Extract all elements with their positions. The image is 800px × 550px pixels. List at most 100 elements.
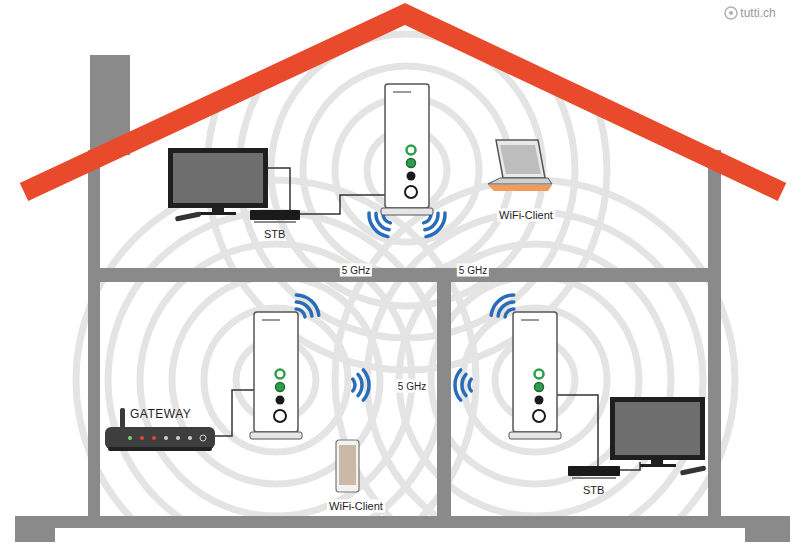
stb-cable — [557, 395, 598, 466]
watermark-icon — [729, 11, 733, 15]
wave-arc — [455, 370, 461, 400]
set-top-box — [254, 221, 296, 223]
signal-ring — [463, 308, 607, 452]
signal-ring — [239, 2, 575, 338]
mesh-extender — [250, 312, 302, 439]
signal-ring — [108, 212, 444, 548]
wave-arc — [376, 213, 389, 230]
extender-body — [254, 312, 298, 432]
tablet-screen — [339, 445, 356, 485]
signal-ring — [367, 212, 703, 548]
device-label: GATEWAY — [130, 408, 192, 421]
status-light — [276, 396, 285, 405]
set-top-box — [250, 210, 300, 220]
gateway-led — [152, 436, 156, 440]
signal-ring — [431, 276, 639, 484]
extender-body — [513, 312, 557, 432]
tv-cable — [620, 462, 640, 470]
laptop-base — [488, 178, 552, 184]
signal-ring — [335, 180, 735, 550]
laptop-shadow — [488, 185, 552, 191]
gateway-device — [105, 427, 215, 449]
device-label: STB — [264, 228, 286, 241]
gateway-led — [200, 435, 206, 441]
watermark-icon — [725, 7, 737, 19]
status-light — [276, 383, 285, 392]
band-label: 5 GHz — [340, 264, 372, 277]
left-wall — [88, 150, 100, 520]
ground-block — [15, 516, 55, 542]
wave-arc — [353, 379, 355, 391]
tv-cable — [268, 168, 290, 210]
remote-control — [175, 211, 201, 221]
status-light — [535, 370, 544, 379]
mesh-devices — [250, 84, 561, 439]
gateway-cable — [215, 390, 254, 436]
wave-arc — [358, 374, 362, 395]
gateway-led — [164, 436, 168, 440]
extender-base — [509, 432, 561, 439]
signal-ring — [303, 66, 511, 274]
client-label: WiFi-Client — [327, 500, 385, 513]
extender-base — [250, 432, 302, 439]
power-button — [274, 410, 286, 422]
status-light — [407, 146, 416, 155]
gateway-led — [140, 436, 144, 440]
mesh-extender — [381, 84, 433, 215]
status-light — [535, 383, 544, 392]
gateway-led — [176, 436, 180, 440]
device-label-box: STB — [580, 483, 608, 498]
set-top-box — [568, 466, 620, 476]
ground-block — [745, 516, 790, 542]
status-light — [535, 396, 544, 405]
tv-frame — [610, 397, 705, 460]
wave-arc — [426, 213, 445, 237]
extender-logo — [393, 91, 411, 93]
right-wall — [708, 150, 721, 520]
signal-ring — [204, 308, 348, 452]
wave-arc — [363, 370, 369, 400]
signal-rings — [76, 0, 735, 550]
tv-stand — [200, 212, 236, 215]
gateway-led — [188, 436, 192, 440]
laptop-display — [500, 145, 541, 174]
signal-ring — [140, 244, 412, 516]
device-label-box: GATEWAY — [127, 407, 195, 422]
power-button — [405, 186, 417, 198]
tv-screen — [615, 402, 700, 455]
wave-arc — [369, 213, 388, 237]
tv-frame — [168, 148, 268, 208]
tablet — [336, 440, 359, 492]
extender-body — [385, 84, 429, 208]
client-label: WiFi-Client — [497, 209, 555, 222]
floor-slab — [100, 268, 708, 282]
extender-logo — [521, 319, 539, 321]
wave-arc — [425, 213, 438, 230]
ground-slab — [15, 516, 790, 528]
gateway-foot — [108, 447, 212, 451]
extender-base — [381, 208, 433, 215]
status-light — [276, 370, 285, 379]
wave-arc — [469, 379, 471, 391]
band-label: 5 GHz — [396, 380, 428, 393]
status-light — [407, 159, 416, 168]
wave-arc — [296, 295, 319, 315]
tv-stand — [640, 464, 676, 467]
wave-arc — [498, 302, 514, 316]
wifi-waves — [296, 213, 514, 400]
remote-control — [680, 465, 706, 475]
middle-wall — [437, 282, 451, 518]
device-label-box: STB — [261, 227, 289, 242]
band-label: 5 GHz — [457, 264, 489, 277]
device-label: STB — [583, 484, 605, 497]
laptop-screen — [496, 140, 545, 178]
extender-logo — [262, 319, 280, 321]
status-light — [407, 172, 416, 181]
watermark: tutti.ch — [738, 7, 777, 20]
gateway-antenna — [120, 408, 125, 428]
stb-cable — [300, 195, 385, 214]
power-button — [533, 410, 545, 422]
mesh-extender — [509, 312, 561, 439]
